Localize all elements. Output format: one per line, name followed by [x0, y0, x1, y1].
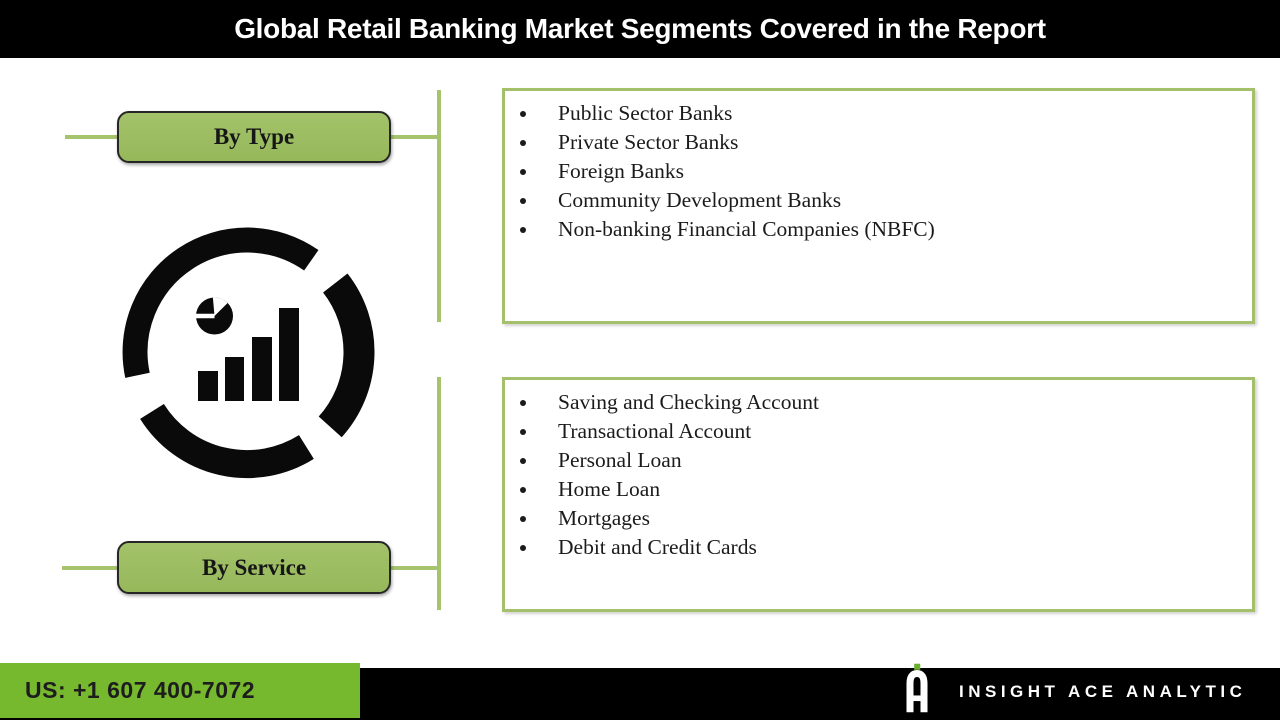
by-service-items-list: Saving and Checking Account Transactiona… [505, 380, 1252, 562]
list-item-label: Debit and Credit Cards [558, 535, 757, 559]
bullet-dot [520, 428, 526, 435]
list-item: Public Sector Banks [520, 99, 1242, 128]
connector-vertical-top [437, 90, 441, 322]
list-item: Foreign Banks [520, 157, 1242, 186]
list-item-label: Saving and Checking Account [558, 390, 819, 414]
pie-chart-glyph [195, 297, 233, 335]
connector-bytype-left [65, 135, 117, 139]
list-item-label: Transactional Account [558, 419, 752, 443]
list-item: Private Sector Banks [520, 128, 1242, 157]
list-item: Mortgages [520, 504, 1242, 533]
connector-byservice-left [62, 566, 117, 570]
by-type-items-list: Public Sector Banks Private Sector Banks… [505, 91, 1252, 244]
by-type-label: By Type [213, 124, 295, 149]
bullet-dot [520, 110, 526, 117]
by-service-label-pill: By Service [117, 541, 391, 594]
bullet-dot [520, 544, 526, 551]
bullet-dot [520, 515, 526, 522]
phone-block: US: +1 607 400-7072 [0, 663, 360, 718]
list-item: Transactional Account [520, 417, 1242, 446]
by-type-label-pill: By Type [117, 111, 391, 163]
title-bar: Global Retail Banking Market Segments Co… [0, 0, 1280, 58]
list-item: Home Loan [520, 475, 1242, 504]
bullet-dot [520, 226, 526, 233]
list-item-label: Public Sector Banks [558, 101, 733, 125]
bullet-dot [520, 457, 526, 464]
insight-ace-logo-icon [906, 663, 928, 713]
bullet-dot [520, 168, 526, 175]
list-item-label: Mortgages [558, 506, 650, 530]
market-analytics-icon [122, 227, 375, 479]
bullet-dot [520, 139, 526, 146]
list-item-label: Private Sector Banks [558, 130, 739, 154]
bullet-dot [520, 197, 526, 204]
brand-group: INSIGHT ACE ANALYTIC [903, 662, 1246, 714]
list-item-label: Home Loan [558, 477, 661, 501]
list-item-label: Personal Loan [558, 448, 682, 472]
by-type-items-box: Public Sector Banks Private Sector Banks… [502, 88, 1255, 324]
list-item: Personal Loan [520, 446, 1242, 475]
brand-name: INSIGHT ACE ANALYTIC [959, 682, 1247, 701]
phone-number: US: +1 607 400-7072 [25, 677, 256, 703]
list-item: Non-banking Financial Companies (NBFC) [520, 215, 1242, 244]
connector-bytype-right [391, 135, 441, 139]
list-item: Debit and Credit Cards [520, 533, 1242, 562]
connector-vertical-bottom [437, 377, 441, 610]
by-service-label: By Service [201, 554, 307, 580]
list-item: Saving and Checking Account [520, 388, 1242, 417]
list-item-label: Foreign Banks [558, 159, 685, 183]
list-item-label: Non-banking Financial Companies (NBFC) [558, 217, 935, 241]
bullet-dot [520, 486, 526, 493]
bullet-dot [520, 399, 526, 406]
connector-byservice-right [391, 566, 441, 570]
bar-chart-glyph [198, 308, 299, 401]
page-title: Global Retail Banking Market Segments Co… [234, 13, 1046, 44]
list-item: Community Development Banks [520, 186, 1242, 215]
list-item-label: Community Development Banks [558, 188, 842, 212]
by-service-items-box: Saving and Checking Account Transactiona… [502, 377, 1255, 612]
